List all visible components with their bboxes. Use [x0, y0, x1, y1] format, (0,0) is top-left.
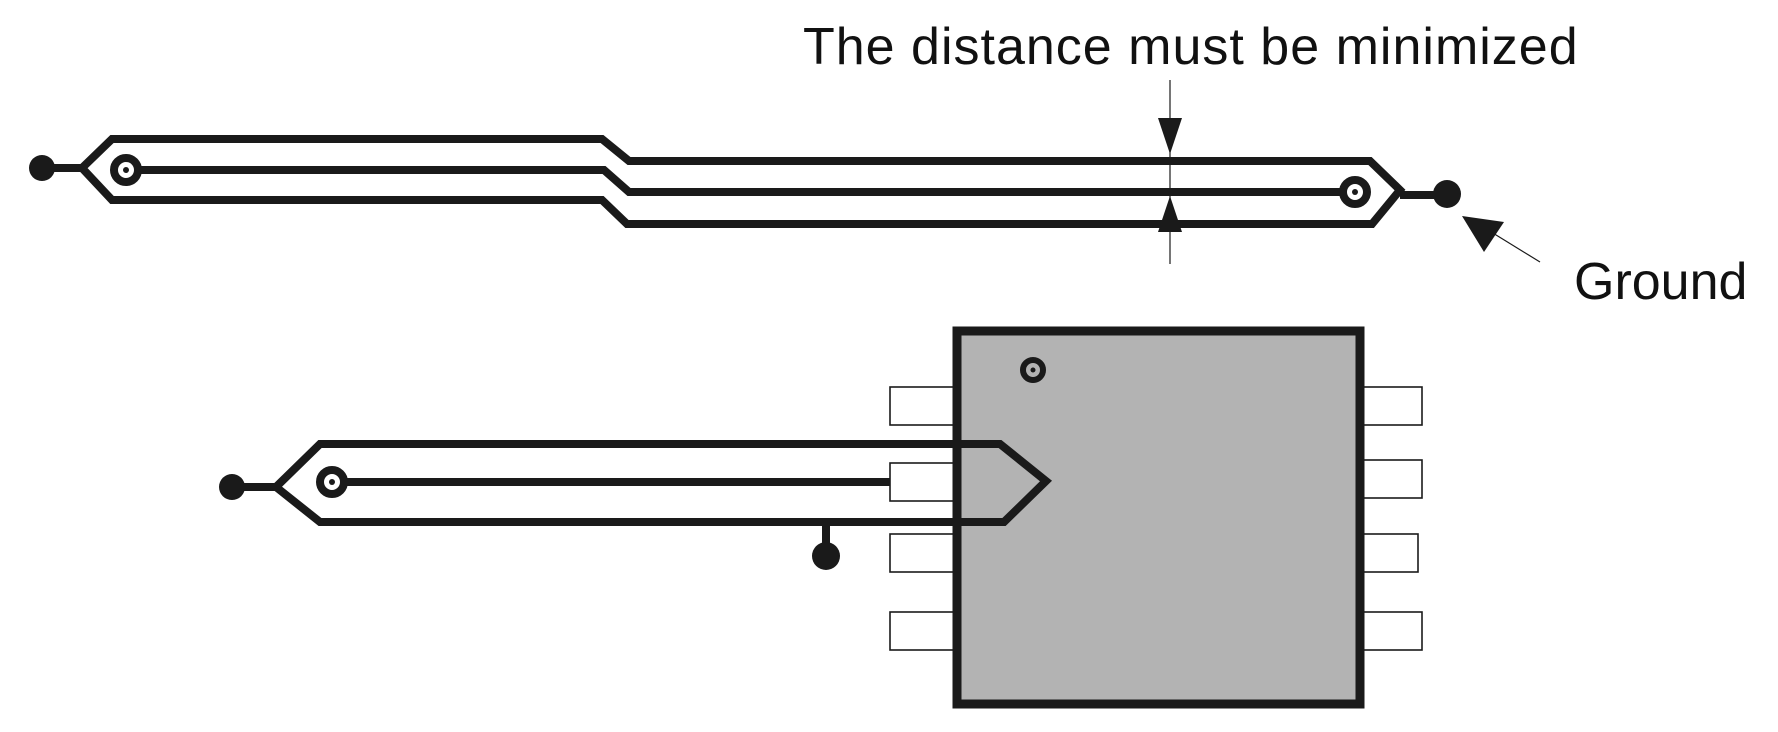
- bottom-guard-trace: [219, 440, 1053, 570]
- top-signal-trace: [126, 166, 1355, 196]
- top-left-terminal: [29, 155, 55, 181]
- ic-body: [952, 326, 1365, 709]
- ground-leader-line: [1487, 229, 1541, 263]
- top-guard-trace: [29, 135, 1461, 228]
- bottom-ground-terminal: [812, 542, 840, 570]
- bottom-left-terminal: [219, 474, 245, 500]
- bottom-left-via-hole: [329, 479, 335, 485]
- ground-label: Ground: [1574, 253, 1747, 311]
- distance-dimension: [1158, 80, 1182, 264]
- dimension-arrow-down: [1158, 118, 1182, 154]
- ground-pointer: [1462, 216, 1541, 263]
- ic-package: [889, 326, 1423, 709]
- top-guard-ring: [76, 135, 1406, 228]
- bottom-guard-ring: [269, 440, 1053, 526]
- ic-pin1-marker-dot: [1030, 367, 1036, 373]
- distance-label: The distance must be minimized: [803, 18, 1579, 76]
- ground-arrowhead: [1462, 216, 1504, 252]
- dimension-arrow-up: [1158, 196, 1182, 232]
- ground-terminal: [1433, 180, 1461, 208]
- top-left-via-hole: [123, 167, 129, 173]
- top-right-via-hole: [1352, 189, 1358, 195]
